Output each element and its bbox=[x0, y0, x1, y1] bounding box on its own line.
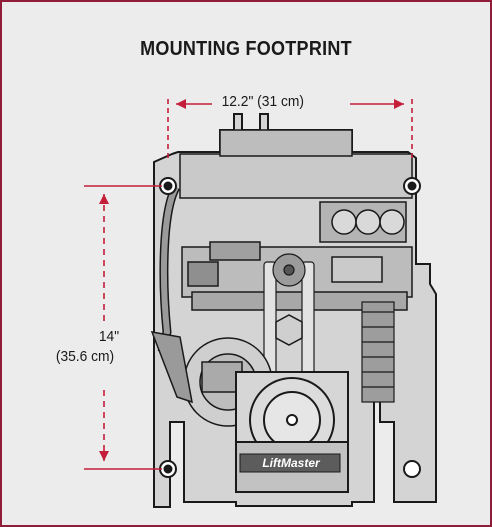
width-dimension-line bbox=[167, 99, 413, 162]
brand-plate bbox=[239, 453, 341, 473]
height-dimension-label-inches: 14" bbox=[90, 328, 128, 345]
mounting-hole-bottom-right bbox=[403, 460, 421, 478]
height-dimension-label-cm: (35.6 cm) bbox=[39, 348, 131, 365]
side-gear bbox=[361, 301, 395, 403]
width-dimension-label: 12.2" (31 cm) bbox=[218, 93, 307, 110]
brand-label: LiftMaster bbox=[262, 456, 320, 470]
upper-housing bbox=[179, 129, 413, 199]
motor-housing bbox=[235, 371, 349, 493]
mounting-holes bbox=[159, 177, 421, 478]
diagram-title: MOUNTING FOOTPRINT bbox=[140, 38, 352, 60]
height-dimension-line bbox=[84, 185, 162, 470]
hex-nut bbox=[275, 314, 303, 346]
